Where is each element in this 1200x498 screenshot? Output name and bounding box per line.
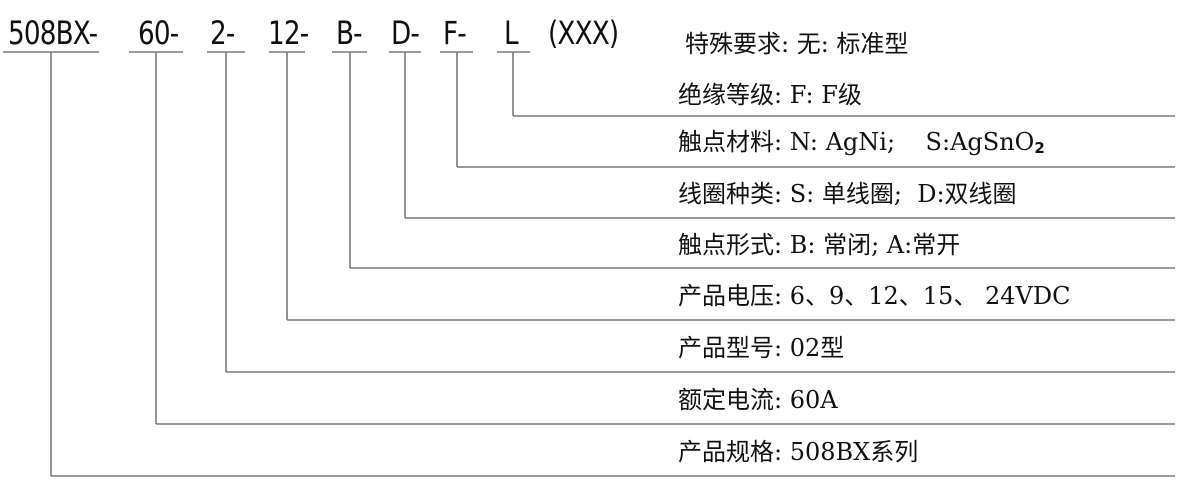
code-segment-contact-material: F- [443, 14, 467, 52]
code-segment-coil-type: D- [391, 14, 420, 52]
row-label-series: 产品规格: 508BX系列 [678, 438, 919, 466]
code-segment-voltage: 12- [268, 14, 309, 52]
code-segment-insulation: L [504, 14, 519, 52]
row-label-insulation: 绝缘等级: F: F级 [678, 81, 862, 109]
row-label-model: 产品型号: 02型 [678, 334, 845, 362]
row-label-coil-type: 线圈种类: S: 单线圈; D:双线圈 [678, 180, 1017, 208]
row-label-contact-material: 触点材料: N: AgNi; S:AgSnO2 [678, 130, 1045, 156]
code-segment-series: 508BX- [8, 14, 98, 52]
row-label-contact-material-subscript: 2 [1034, 139, 1045, 157]
code-segment-special: (XXX) [548, 14, 619, 52]
code-segment-current: 60- [138, 14, 179, 52]
row-label-special: 特殊要求: 无: 标准型 [685, 30, 909, 58]
row-label-contact-form: 触点形式: B: 常闭; A:常开 [678, 231, 961, 259]
code-segment-contact-form: B- [336, 14, 363, 52]
code-segment-model: 2- [210, 14, 235, 52]
row-label-contact-material-text: 触点材料: N: AgNi; S:AgSnO [678, 128, 1035, 156]
row-label-current: 额定电流: 60A [678, 386, 838, 414]
row-label-voltage: 产品电压: 6、9、12、15、 24VDC [678, 282, 1071, 310]
